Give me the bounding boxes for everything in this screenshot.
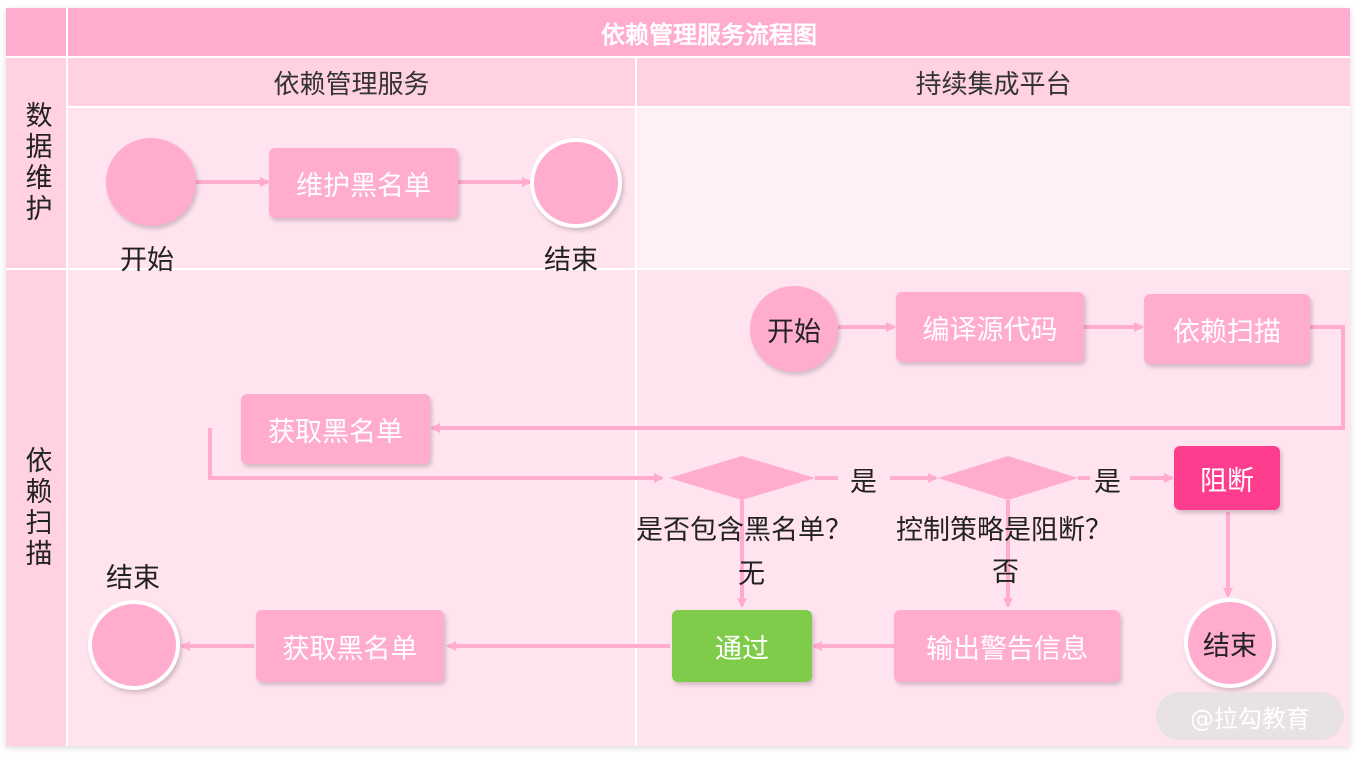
block-task: 阻断 — [1174, 446, 1280, 510]
output-warning-task: 输出警告信息 — [894, 610, 1120, 682]
scan-end-node — [88, 600, 180, 690]
arrow-scan-to-get-blacklist — [430, 325, 1345, 433]
decision2-yes-label: 是 — [1094, 467, 1121, 498]
column-header-dependency-service: 依赖管理服务 — [68, 58, 635, 106]
get-blacklist-task-bottom: 获取黑名单 — [256, 610, 444, 682]
row-label-data-maintenance: 数据维护 — [6, 58, 66, 268]
lane-maintenance-ci — [637, 108, 1350, 268]
maintenance-start-node — [106, 138, 196, 226]
maintenance-end-node — [530, 138, 622, 228]
decision1-no-label: 无 — [738, 559, 765, 590]
decision-control-policy — [938, 456, 1078, 500]
decision-contains-blacklist — [669, 456, 815, 500]
get-blacklist-task-top: 获取黑名单 — [241, 394, 430, 464]
diagram-title: 依赖管理服务流程图 — [68, 8, 1350, 56]
decision1-label: 是否包含黑名单？ — [636, 515, 852, 546]
dependency-scan-task: 依赖扫描 — [1144, 294, 1310, 364]
watermark: @拉勾教育 — [1156, 692, 1344, 740]
maintain-blacklist-task: 维护黑名单 — [269, 148, 458, 218]
column-header-ci-platform: 持续集成平台 — [637, 58, 1350, 106]
row-label-dependency-scan: 依赖扫描 — [6, 270, 66, 746]
decision2-no-label: 否 — [992, 557, 1019, 588]
arrow-get-blacklist-to-decision1 — [208, 428, 664, 483]
pass-task: 通过 — [672, 610, 812, 682]
header-corner — [6, 8, 66, 56]
maintenance-start-label: 开始 — [120, 245, 174, 276]
compile-source-task: 编译源代码 — [896, 292, 1084, 362]
block-end-node: 结束 — [1184, 598, 1276, 688]
scan-start-node: 开始 — [750, 286, 838, 372]
maintenance-end-label: 结束 — [544, 245, 598, 276]
decision1-yes-label: 是 — [850, 467, 877, 498]
decision2-label: 控制策略是阻断？ — [896, 515, 1112, 546]
scan-end-label: 结束 — [106, 563, 160, 594]
